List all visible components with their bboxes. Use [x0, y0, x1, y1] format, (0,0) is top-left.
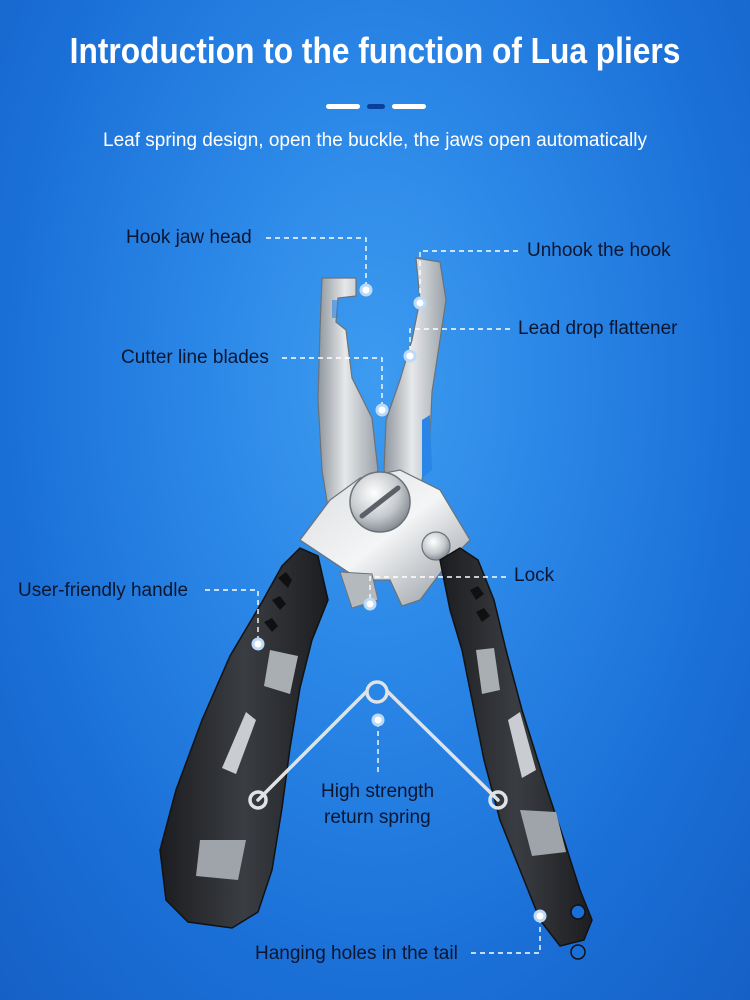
label-hook-jaw-head: Hook jaw head	[126, 227, 252, 248]
callout-dot-icon	[251, 637, 265, 651]
hanging-hole-icon	[570, 904, 586, 920]
pivot-screw	[349, 471, 411, 533]
label-lock: Lock	[514, 565, 555, 586]
callout-dot-icon	[363, 597, 377, 611]
title-divider-right	[392, 104, 426, 109]
page-title: Introduction to the function of Lua plie…	[69, 30, 681, 71]
title-divider-left	[326, 104, 360, 109]
label-unhook-the-hook: Unhook the hook	[527, 240, 671, 261]
label-cutter-line-blades: Cutter line blades	[121, 347, 269, 368]
title-divider-center	[367, 104, 385, 109]
label-hanging-holes: Hanging holes in the tail	[255, 943, 458, 964]
callout-dot-icon	[403, 349, 417, 363]
callout-dot-icon	[375, 403, 389, 417]
right-jaw	[383, 257, 447, 507]
callout-dot-icon	[533, 909, 547, 923]
page-subtitle: Leaf spring design, open the buckle, the…	[103, 130, 647, 151]
left-jaw	[317, 277, 379, 521]
left-handle	[159, 547, 329, 929]
lock-button	[421, 531, 451, 561]
leader-lines	[205, 237, 541, 954]
label-user-friendly-handle: User-friendly handle	[18, 580, 189, 601]
label-spring-line1: High strength	[321, 781, 435, 802]
right-handle	[439, 547, 593, 960]
callout-dot-icon	[359, 283, 373, 297]
callout-dot-icon	[371, 713, 385, 727]
label-spring-line2: return spring	[324, 807, 431, 828]
return-spring	[248, 680, 508, 810]
label-lead-drop-flattener: Lead drop flattener	[518, 318, 678, 339]
callout-dots	[251, 283, 547, 923]
callout-dot-icon	[413, 296, 427, 310]
